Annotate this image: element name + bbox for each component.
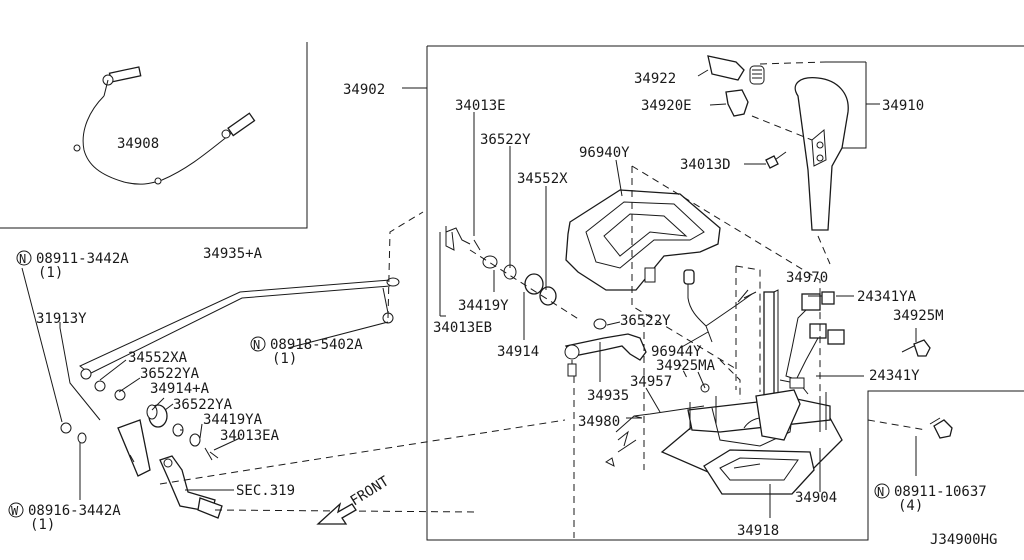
select-cable-34935A bbox=[79, 211, 424, 380]
inset-frame bbox=[0, 42, 308, 229]
label-08916-3442A: 08916-3442A bbox=[28, 503, 121, 519]
label-08911-10637-qty: (4) bbox=[898, 498, 923, 514]
main-frame bbox=[426, 45, 1024, 541]
nut-08911-10637 bbox=[929, 417, 953, 439]
label-34914A: 34914+A bbox=[150, 381, 210, 397]
marker-N-08918-5402A: N bbox=[250, 336, 266, 352]
label-34904: 34904 bbox=[795, 490, 837, 506]
leaders-left bbox=[21, 267, 566, 513]
label-36522Y-mid: 36522Y bbox=[620, 313, 671, 329]
label-34957: 34957 bbox=[630, 374, 672, 390]
label-36522YA-1: 36522YA bbox=[140, 366, 200, 382]
label-34935A: 34935+A bbox=[203, 246, 263, 262]
svg-text:N: N bbox=[877, 485, 884, 499]
indicator-cover-96940Y bbox=[565, 189, 721, 291]
knob-button-parts bbox=[707, 55, 787, 169]
label-34013EB: 34013EB bbox=[433, 320, 492, 336]
label-24341YA: 24341YA bbox=[857, 289, 917, 305]
label-34013EA: 34013EA bbox=[220, 428, 280, 444]
label-34910: 34910 bbox=[882, 98, 924, 114]
label-34908: 34908 bbox=[117, 136, 159, 152]
label-08918-5402A-qty: (1) bbox=[272, 351, 297, 367]
leaders-main bbox=[402, 61, 927, 538]
label-24341Y: 24341Y bbox=[869, 368, 920, 384]
label-34918: 34918 bbox=[737, 523, 779, 539]
label-96944Y: 96944Y bbox=[651, 344, 702, 360]
marker-W-08916-3442A: W bbox=[8, 502, 24, 518]
front-arrow bbox=[316, 502, 357, 525]
label-08918-5402A: 08918-5402A bbox=[270, 337, 363, 353]
svg-text:W: W bbox=[11, 504, 19, 518]
label-08916-3442A-qty: (1) bbox=[30, 517, 55, 533]
label-31913Y: 31913Y bbox=[36, 311, 87, 327]
label-34419YA: 34419YA bbox=[203, 412, 263, 428]
base-plate-34918 bbox=[703, 449, 815, 495]
bolt-34925M bbox=[901, 339, 931, 357]
label-34980: 34980 bbox=[578, 414, 620, 430]
rod-34957 bbox=[605, 383, 710, 467]
label-34922: 34922 bbox=[634, 71, 676, 87]
label-34552X: 34552X bbox=[517, 171, 568, 187]
shift-knob-34910 bbox=[794, 77, 849, 265]
label-34013E: 34013E bbox=[455, 98, 506, 114]
svg-text:N: N bbox=[253, 338, 260, 352]
harness-96944Y bbox=[683, 269, 757, 343]
label-34902: 34902 bbox=[343, 82, 385, 98]
label-34970: 34970 bbox=[786, 270, 828, 286]
label-34925M: 34925M bbox=[893, 308, 944, 324]
shifter-assembly-34904 bbox=[660, 289, 843, 473]
label-34925MA: 34925MA bbox=[656, 358, 716, 374]
marker-N-08911-3442A: N bbox=[16, 250, 32, 266]
label-front: FRONT bbox=[348, 473, 393, 509]
label-sec319: SEC.319 bbox=[236, 483, 295, 499]
speed-cable-34908 bbox=[73, 66, 256, 185]
label-36522YA-2: 36522YA bbox=[173, 397, 233, 413]
label-34419Y: 34419Y bbox=[458, 298, 509, 314]
label-08911-3442A-qty: (1) bbox=[38, 265, 63, 281]
label-36522Y-top: 36522Y bbox=[480, 132, 531, 148]
label-34920E: 34920E bbox=[641, 98, 692, 114]
label-34914: 34914 bbox=[497, 344, 539, 360]
marker-N-08911-10637: N bbox=[874, 483, 890, 499]
label-08911-3442A: 08911-3442A bbox=[36, 251, 129, 267]
control-cable-end-34935 bbox=[564, 333, 647, 377]
label-34935: 34935 bbox=[587, 388, 629, 404]
label-08911-10637: 08911-10637 bbox=[894, 484, 987, 500]
label-96940Y: 96940Y bbox=[579, 145, 630, 161]
label-34552XA: 34552XA bbox=[128, 350, 188, 366]
label-34013D: 34013D bbox=[680, 157, 731, 173]
svg-text:N: N bbox=[19, 252, 26, 266]
connectors-34970 bbox=[785, 291, 845, 381]
diagram-code: J34900HG bbox=[930, 532, 997, 548]
linkage-parts-left bbox=[60, 380, 223, 519]
small-parts-center bbox=[445, 226, 607, 330]
